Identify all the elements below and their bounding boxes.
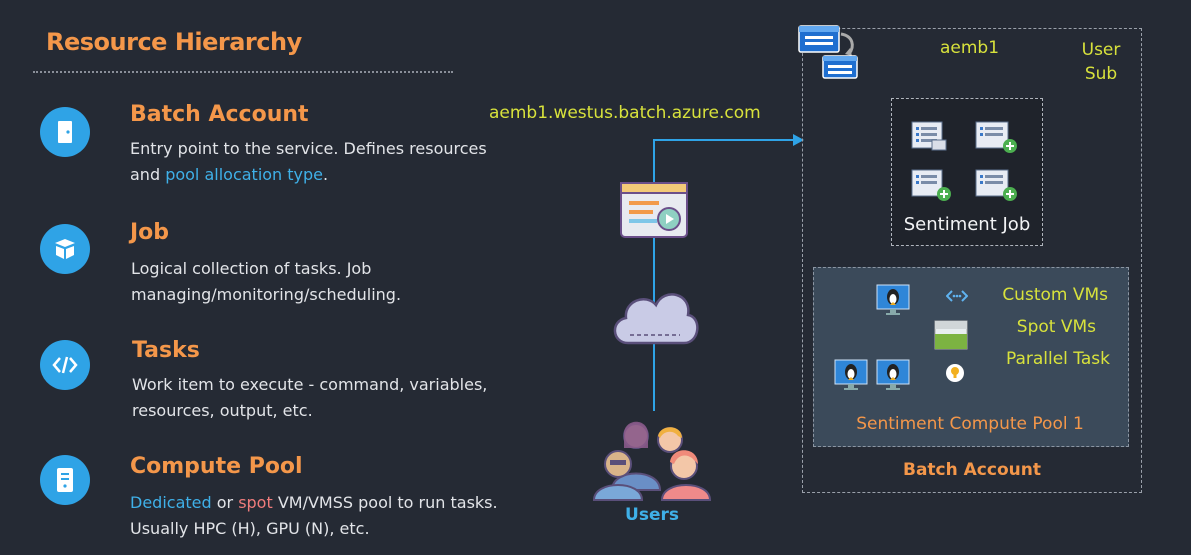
task-icon: [911, 169, 951, 201]
batch-service-icon: [798, 25, 858, 79]
item-desc-compute-pool: Dedicated or spot VM/VMSS pool to run ta…: [130, 493, 498, 538]
door-icon: [40, 107, 90, 157]
vm-scale-set-icon: [934, 320, 968, 350]
cloud-icon: [613, 293, 699, 345]
job-label: Sentiment Job: [903, 214, 1031, 235]
pool-feature-custom-vms: Custom VMs: [1002, 285, 1108, 305]
user-subscription-label: User Sub: [1081, 40, 1121, 84]
lightbulb-icon: [946, 364, 964, 382]
application-window-icon: [620, 182, 688, 238]
task-icon: [975, 121, 1017, 153]
task-icon: [975, 169, 1017, 201]
compute-pool-container: [813, 267, 1129, 447]
spot-link: spot: [238, 493, 273, 512]
pool-feature-parallel-task: Parallel Task: [1005, 349, 1110, 369]
box-icon: [40, 224, 90, 274]
network-connection-icon: [946, 290, 968, 302]
subscription-boundary: [802, 28, 1142, 493]
arrow-head-icon: [793, 134, 804, 146]
page-title: Resource Hierarchy: [46, 28, 302, 56]
title-divider: [33, 71, 453, 73]
account-name: aemb1: [940, 38, 1000, 58]
item-heading-tasks: Tasks: [132, 338, 200, 363]
task-list-icons: [911, 121, 1017, 201]
dedicated-link: Dedicated: [130, 493, 212, 512]
connector-horizontal: [653, 139, 797, 141]
linux-vm-icon: [834, 359, 868, 390]
code-icon: [40, 340, 90, 390]
linux-vm-icon: [876, 359, 910, 390]
pool-feature-spot-vms: Spot VMs: [1016, 317, 1096, 337]
connector-vertical: [653, 139, 655, 411]
compute-pool-label: Sentiment Compute Pool 1: [856, 414, 1084, 434]
batch-account-label: Batch Account: [903, 460, 1041, 480]
users-group-icon: [592, 421, 712, 501]
users-label: Users: [625, 505, 679, 525]
item-heading-batch-account: Batch Account: [130, 102, 309, 127]
item-heading-compute-pool: Compute Pool: [130, 454, 303, 479]
server-icon: [40, 455, 90, 505]
linux-vm-icon: [876, 284, 910, 315]
item-desc-batch-account: Entry point to the service. Defines reso…: [130, 139, 487, 184]
item-desc-tasks: Work item to execute - command, variable…: [132, 375, 488, 420]
pool-allocation-link: pool allocation type: [165, 165, 324, 184]
item-desc-job: Logical collection of tasks. Job managin…: [131, 259, 402, 304]
item-heading-job: Job: [130, 220, 170, 245]
endpoint-url: aemb1.westus.batch.azure.com: [489, 103, 761, 123]
task-icon: [911, 121, 947, 151]
